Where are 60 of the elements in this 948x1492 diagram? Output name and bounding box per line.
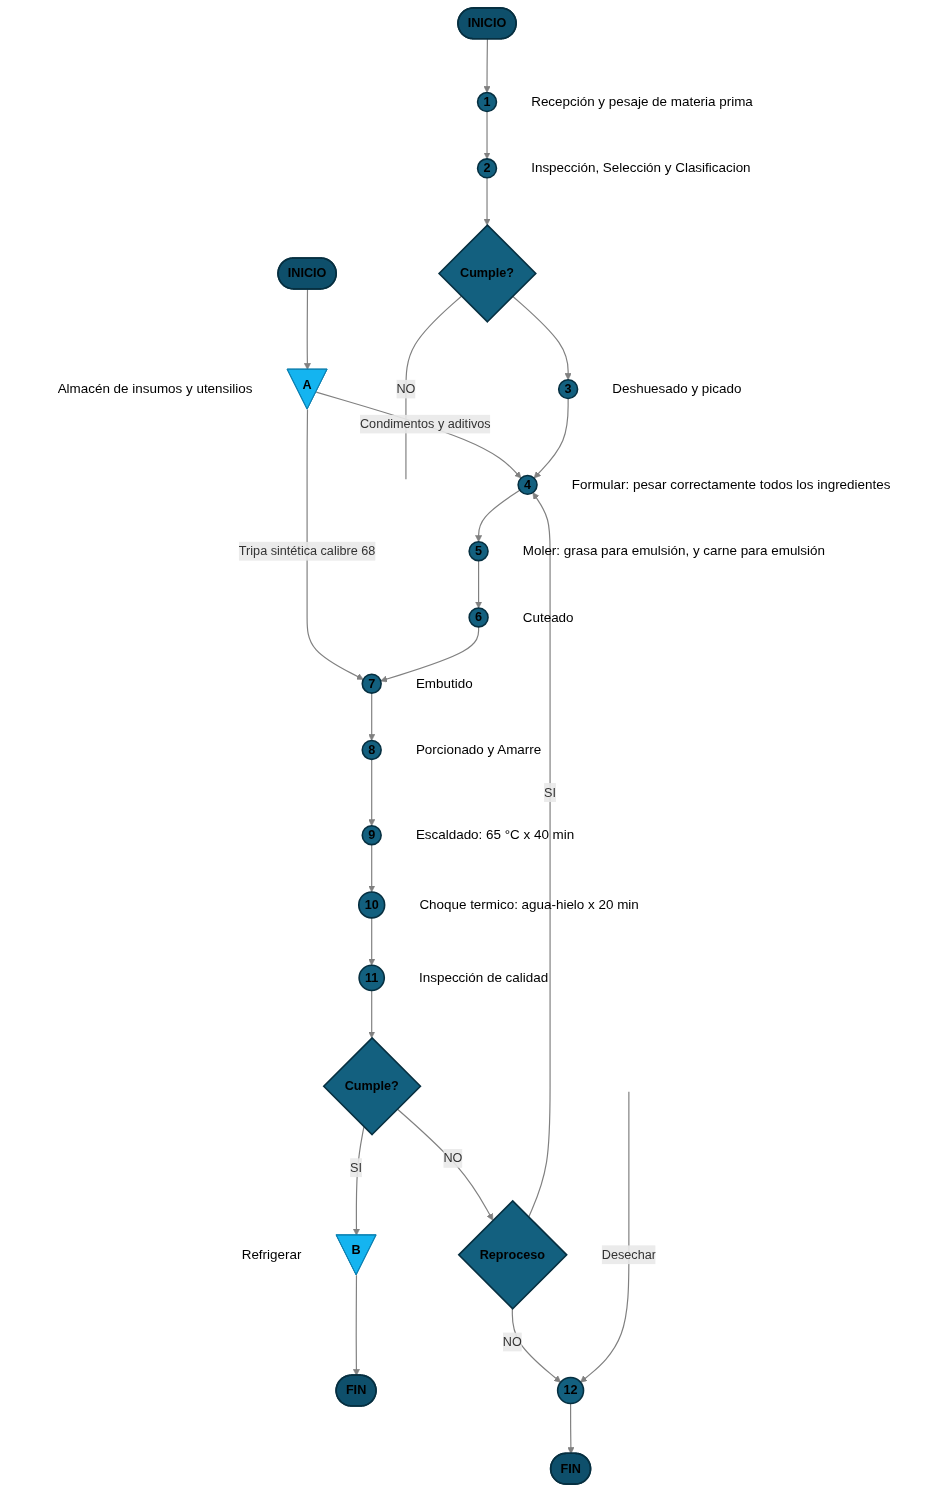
arrow bbox=[352, 1274, 360, 1376]
arrow bbox=[306, 408, 364, 680]
node-circle: 7 bbox=[361, 673, 382, 694]
edge-label: Desechar bbox=[601, 1247, 656, 1262]
node-label: Cuteado bbox=[522, 609, 574, 625]
node-circle: 11 bbox=[358, 964, 386, 992]
node-label: Inspección, Selección y Clasificacion bbox=[531, 160, 751, 176]
arrow bbox=[368, 844, 376, 893]
node-label: Formular: pesar correctamente todos los ingredientes bbox=[571, 477, 891, 493]
node-diamond: Reproceso bbox=[457, 1199, 568, 1310]
edge-label: NO bbox=[443, 1151, 463, 1165]
edge-label: Tripa sintética calibre 68 bbox=[238, 544, 376, 558]
arrow bbox=[483, 38, 491, 93]
arrow bbox=[368, 758, 376, 827]
arrow bbox=[483, 177, 491, 226]
node-label: Recepción y pesaje de materia prima bbox=[531, 94, 753, 110]
node-label: Moler: grasa para emulsión, y carne para emulsión bbox=[522, 543, 825, 559]
node-circle: 4 bbox=[517, 474, 538, 496]
node-label: Deshuesado y picado bbox=[612, 381, 742, 397]
edge-label: NO bbox=[502, 1334, 522, 1349]
node-label: Porcionado y Amarre bbox=[415, 742, 542, 758]
arrow bbox=[368, 692, 376, 741]
node-diamond: Cumple? bbox=[437, 223, 537, 323]
arrow bbox=[315, 391, 522, 479]
node-circle: 8 bbox=[361, 739, 382, 761]
node-label: Embutido bbox=[415, 676, 473, 691]
edge-label: Condimentos y aditivos bbox=[359, 417, 491, 431]
arrow bbox=[512, 295, 572, 380]
connector bbox=[405, 295, 462, 480]
edge-label: SI bbox=[350, 1160, 363, 1175]
node-label: Almacén de insumos y utensilios bbox=[57, 381, 253, 397]
node-circle: 1 bbox=[476, 91, 498, 113]
arrow bbox=[511, 1308, 561, 1383]
node-circle: 10 bbox=[357, 891, 386, 919]
arrow bbox=[483, 110, 491, 160]
node-circle: 12 bbox=[556, 1376, 585, 1405]
arrow bbox=[475, 560, 483, 609]
arrow bbox=[580, 1091, 630, 1383]
node-circle: 6 bbox=[468, 607, 489, 628]
node-circle: 9 bbox=[361, 824, 382, 846]
edge-label: NO bbox=[396, 382, 416, 396]
node-diamond: Cumple? bbox=[322, 1036, 422, 1136]
arrow bbox=[352, 1126, 365, 1236]
arrow bbox=[380, 626, 480, 683]
node-circle: 3 bbox=[557, 378, 579, 400]
arrow bbox=[528, 492, 551, 1218]
arrow bbox=[533, 398, 569, 479]
arrow bbox=[368, 989, 376, 1039]
edge-label: SI bbox=[544, 785, 557, 799]
node-label: Refrigerar bbox=[241, 1247, 302, 1263]
node-circle: 5 bbox=[468, 540, 489, 562]
arrow bbox=[303, 288, 311, 370]
node-circle: 2 bbox=[476, 158, 498, 179]
arrow bbox=[567, 1402, 575, 1454]
arrow bbox=[475, 489, 521, 543]
node-label: Choque termico: agua-hielo x 20 min bbox=[419, 897, 639, 913]
arrow bbox=[396, 1108, 494, 1221]
node-label: Inspección de calidad bbox=[419, 970, 549, 986]
node-label: Escaldado: 65 °C x 40 min bbox=[415, 827, 575, 843]
arrow bbox=[368, 917, 376, 966]
